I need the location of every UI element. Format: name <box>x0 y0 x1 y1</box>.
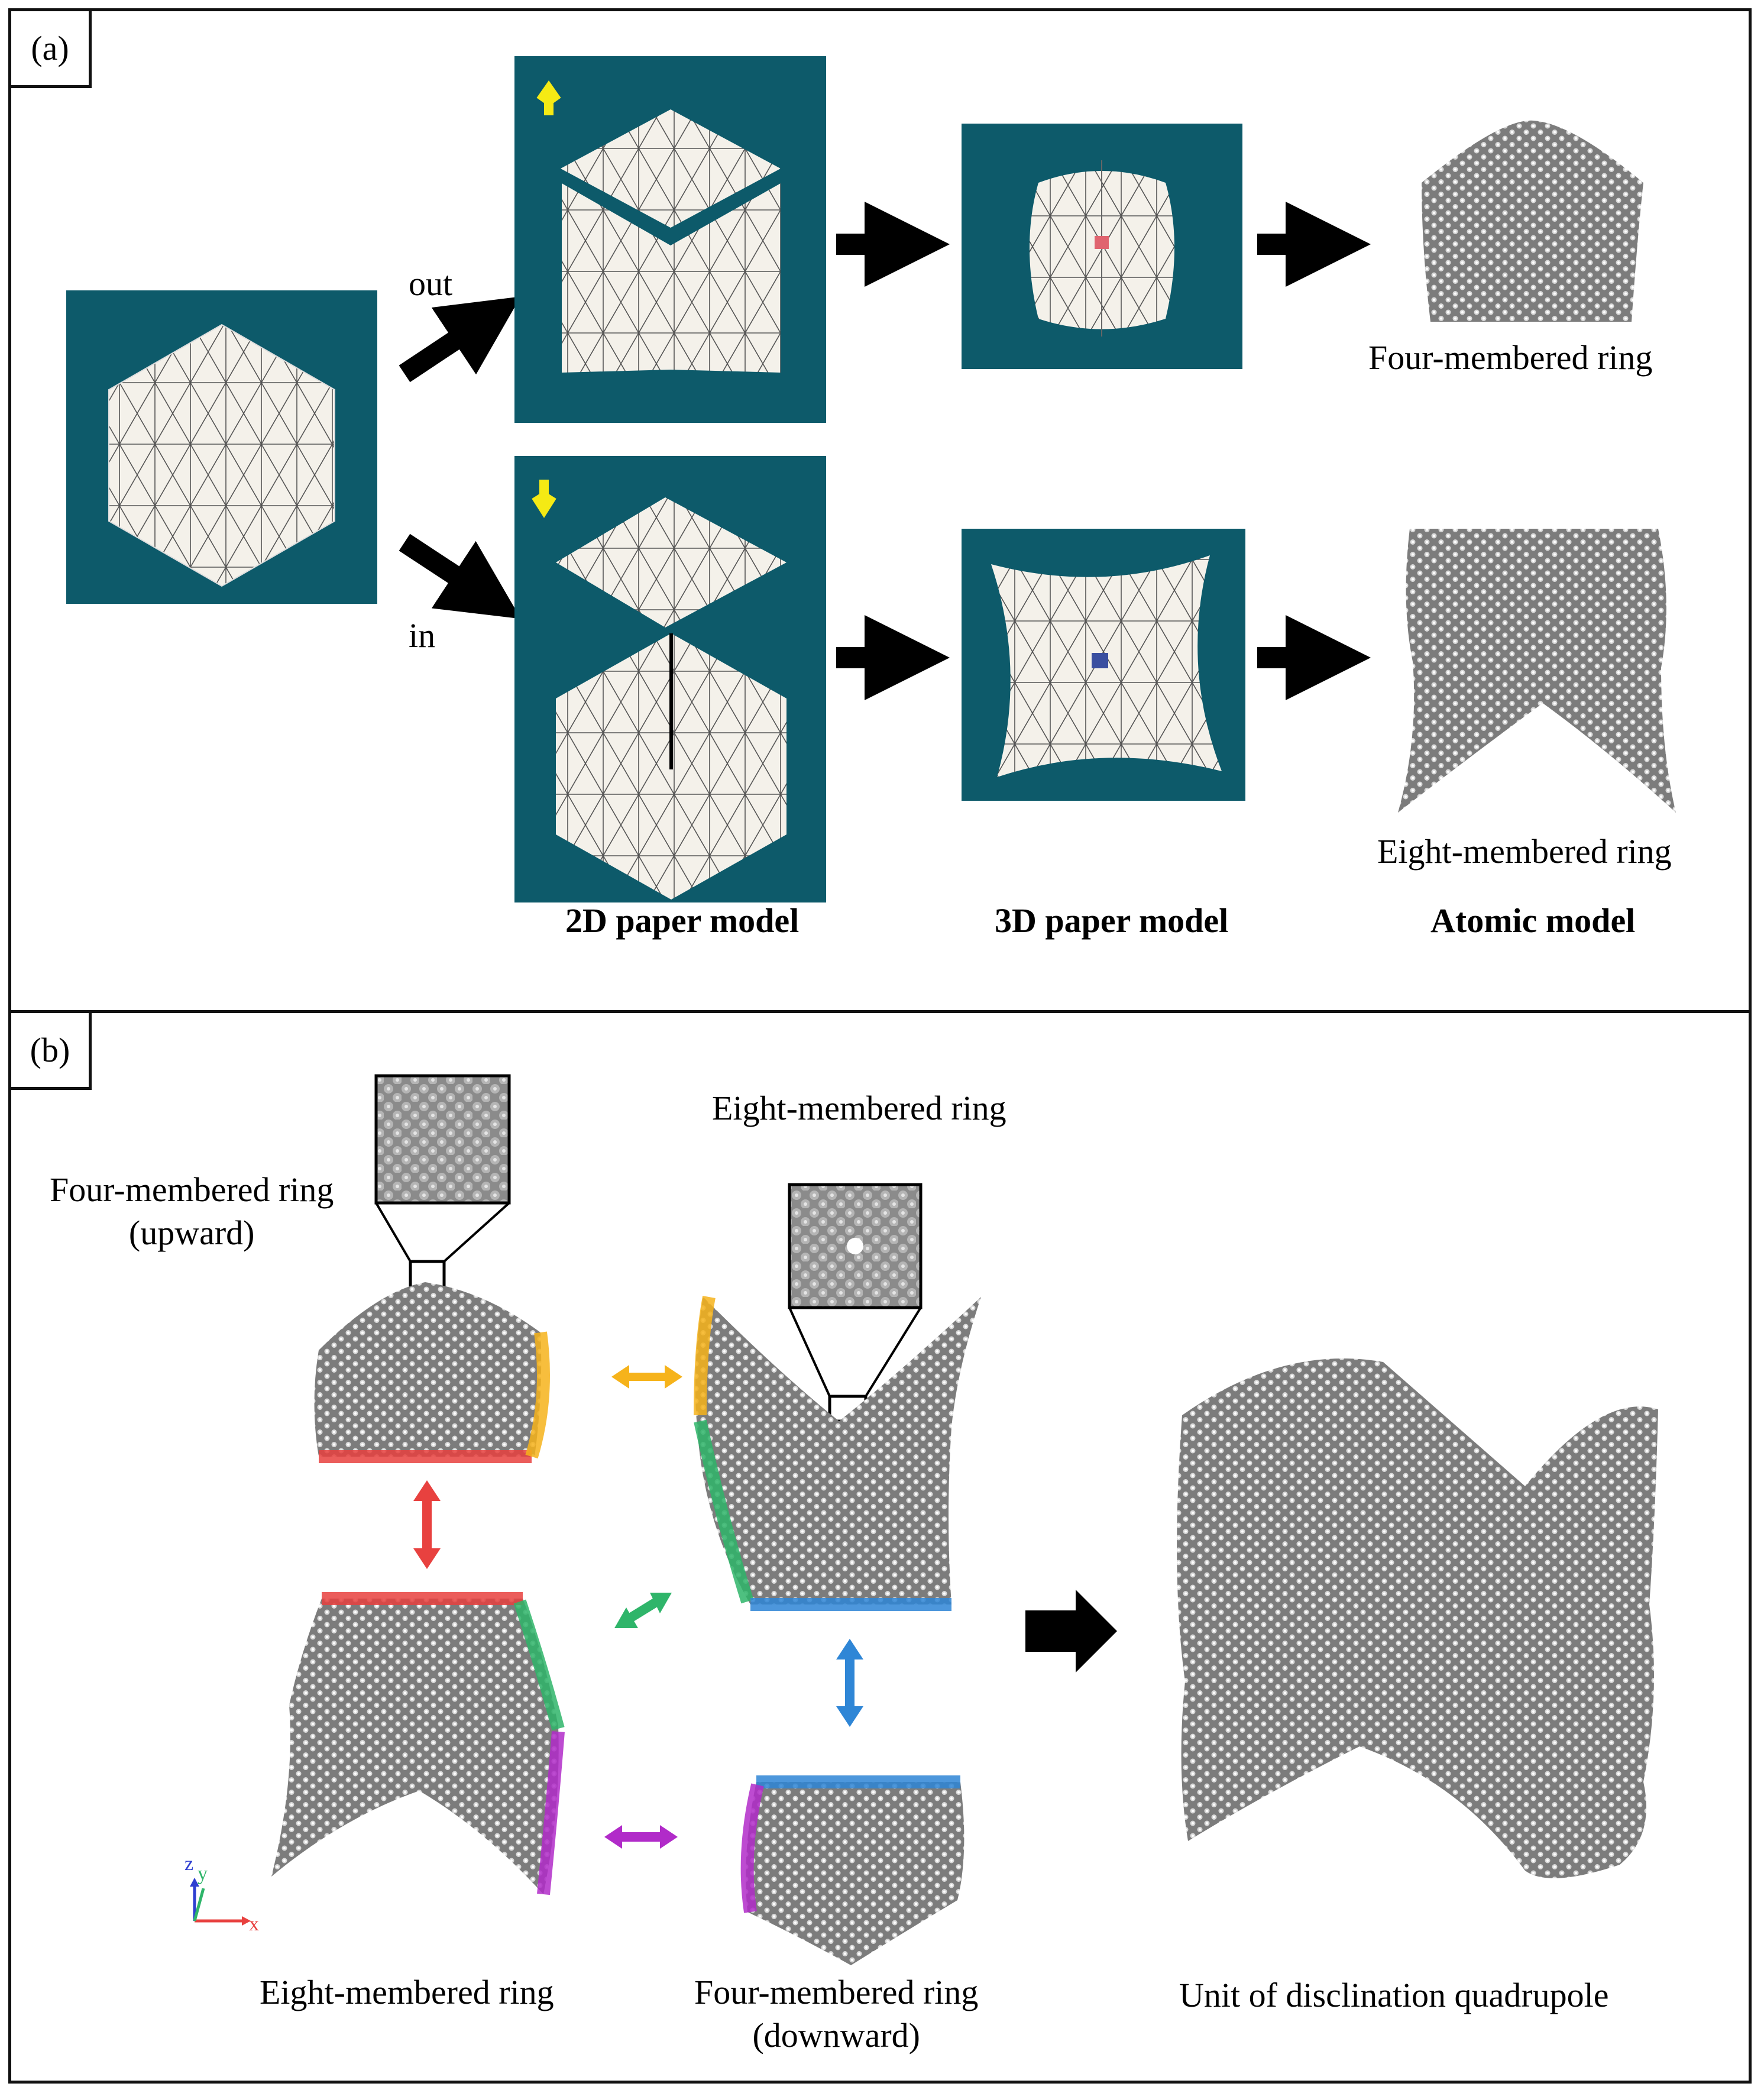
atomic-model-eight-ring <box>1398 529 1676 813</box>
out-label: out <box>409 264 453 303</box>
four-ring-upward-label: Four-membered ring (upward) <box>50 1169 334 1254</box>
eight-ring-caption-a: Eight-membered ring <box>1377 832 1672 871</box>
paper-3d-out-photo <box>962 124 1242 369</box>
panel-a: (a) out in <box>8 8 1752 1014</box>
four-ring-downward-label: Four-membered ring (downward) <box>694 1971 978 2057</box>
paper-3d-in-photo <box>962 529 1245 801</box>
in-label: in <box>409 616 436 655</box>
four-ring-upward-line1: Four-membered ring <box>50 1170 334 1209</box>
panel-a-tag: (a) <box>11 11 92 88</box>
unit-quadrupole-label: Unit of disclination quadrupole <box>1179 1976 1609 2014</box>
paper-2d-out-photo <box>514 56 826 423</box>
panel-b: (b) Four-membered ring (upward) Eight-me… <box>8 1010 1752 2084</box>
orange-double-arrow <box>611 1365 682 1389</box>
four-ring-upward-line2: (upward) <box>128 1213 255 1252</box>
col-atomic-label: Atomic model <box>1430 901 1636 940</box>
axis-triad <box>190 1878 251 1926</box>
eight-ring-bottom-label: Eight-membered ring <box>260 1973 554 2011</box>
diagonal-arrows <box>399 202 1371 700</box>
col-3d-label: 3D paper model <box>995 901 1229 940</box>
red-double-arrow <box>413 1480 441 1569</box>
four-ring-downward-line2: (downward) <box>752 2016 920 2055</box>
paper-2d-in-photo <box>514 456 826 902</box>
blue-double-arrow <box>836 1639 863 1727</box>
eight-ring-top-label: Eight-membered ring <box>712 1089 1006 1127</box>
axis-x-label: x <box>249 1913 259 1935</box>
col-2d-label: 2D paper model <box>565 901 800 940</box>
axis-y-label: y <box>198 1863 208 1885</box>
four-ring-downward-line1: Four-membered ring <box>694 1973 979 2011</box>
panel-b-tag: (b) <box>11 1013 92 1090</box>
flat-hexagon-photo <box>66 290 377 604</box>
magenta-double-arrow <box>604 1825 678 1849</box>
axis-z-label: z <box>185 1853 194 1875</box>
four-ring-caption-a: Four-membered ring <box>1368 338 1653 377</box>
green-double-arrow <box>614 1593 672 1628</box>
atomic-model-four-ring <box>1422 120 1643 322</box>
panel-b-structures <box>190 1074 1658 1965</box>
